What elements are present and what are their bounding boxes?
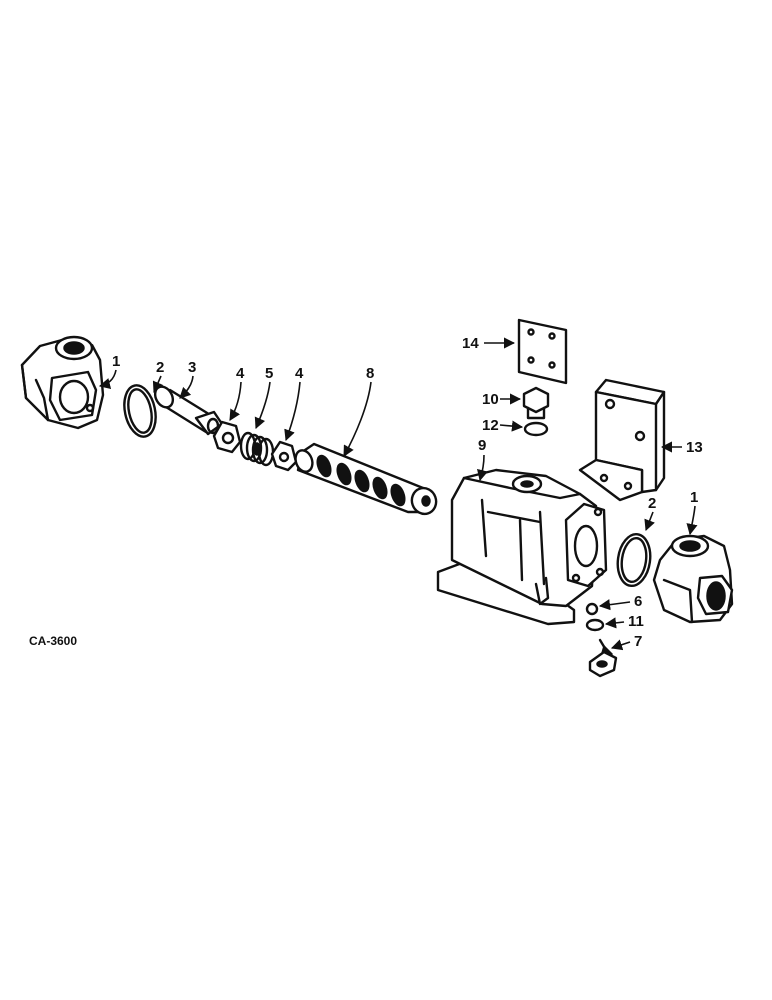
svg-text:7: 7 (634, 633, 642, 650)
svg-text:13: 13 (686, 439, 703, 456)
diagram-code: CA-3600 (29, 634, 77, 648)
svg-text:2: 2 (156, 359, 164, 376)
part-10-plug (522, 386, 550, 420)
callout-5: 5 (254, 365, 273, 430)
callout-14: 14 (462, 335, 516, 352)
part-1-left-end-cover (20, 335, 105, 430)
part-8-spool (294, 442, 438, 516)
part-12-o-ring (523, 421, 549, 437)
callout-11: 11 (604, 613, 644, 630)
callout-3: 3 (179, 359, 196, 399)
part-4-right-washer (270, 440, 298, 472)
callout-13: 13 (660, 439, 703, 456)
part-11-washer (585, 618, 605, 632)
callout-7: 7 (610, 633, 642, 651)
part-14-plate (517, 318, 568, 385)
svg-text:14: 14 (462, 335, 479, 352)
callout-1-left: 1 (98, 353, 120, 389)
callout-4-right: 4 (284, 365, 304, 442)
part-6-ball (585, 602, 599, 616)
svg-text:4: 4 (295, 365, 304, 382)
part-7-fitting (588, 638, 618, 678)
svg-text:10: 10 (482, 391, 499, 408)
svg-text:3: 3 (188, 359, 196, 376)
callout-1-right: 1 (686, 489, 698, 536)
svg-text:6: 6 (634, 593, 642, 610)
svg-text:1: 1 (690, 489, 698, 506)
svg-text:9: 9 (478, 437, 486, 454)
callout-12: 12 (482, 417, 524, 434)
part-2-right-o-ring (616, 532, 652, 588)
callout-6: 6 (598, 593, 642, 611)
svg-text:12: 12 (482, 417, 499, 434)
callout-2-right: 2 (644, 495, 656, 532)
svg-text:5: 5 (265, 365, 273, 382)
callout-4-left: 4 (229, 365, 245, 421)
part-4-left-washer (212, 420, 242, 454)
svg-text:8: 8 (366, 365, 374, 382)
callout-8: 8 (343, 365, 374, 457)
svg-text:4: 4 (236, 365, 245, 382)
svg-text:1: 1 (112, 353, 120, 370)
callout-10: 10 (482, 391, 522, 408)
part-5-spring (239, 431, 275, 467)
callout-9: 9 (477, 437, 488, 482)
part-2-left-o-ring (123, 384, 157, 438)
part-9-valve-body (436, 468, 608, 626)
part-13-bracket (578, 378, 666, 502)
svg-text:11: 11 (628, 613, 644, 630)
part-1-right-end-cover (652, 534, 734, 624)
svg-text:2: 2 (648, 495, 656, 512)
